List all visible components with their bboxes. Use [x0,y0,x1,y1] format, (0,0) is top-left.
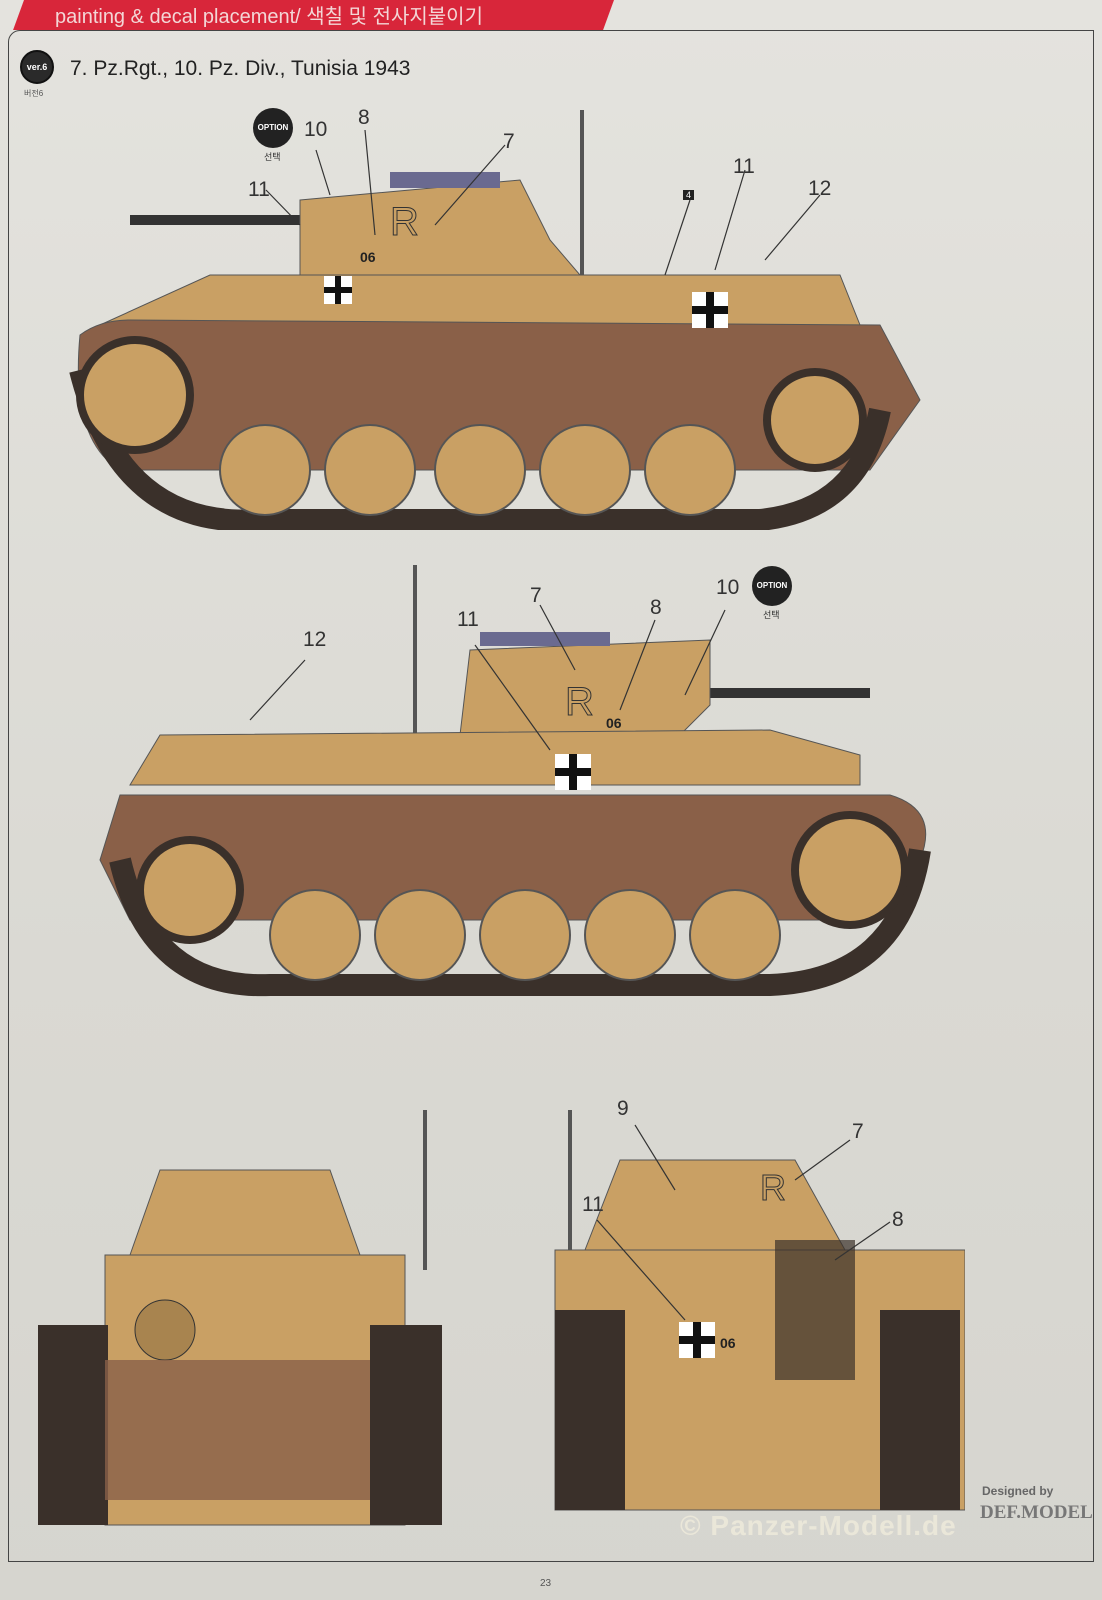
callout: 11 [457,608,479,631]
watermark: © Panzer-Modell.de [680,1510,957,1541]
callout: 7 [530,584,542,607]
scheme-title: 7. Pz.Rgt., 10. Pz. Div., Tunisia 1943 [70,57,411,80]
callout: 8 [358,106,370,129]
turret-letter: R [390,200,419,244]
brand-logo: DEF.MODEL [980,1502,1093,1523]
turret-number: 06 [360,249,376,265]
callout: 11 [733,155,755,178]
option-sub: 선택 [264,152,281,162]
callout: 7 [852,1120,864,1143]
callout: 11 [248,178,270,201]
callout: 10 [716,576,740,599]
page-frame [8,30,1094,1562]
tank-rear-view [38,1110,442,1526]
callout: 7 [503,130,515,153]
section-title: painting & decal placement/ 색칠 및 전사지붙이기 [55,6,483,28]
turret-letter: R [760,1167,786,1208]
version-badge: ver.6 [20,50,54,84]
callout: 8 [892,1208,904,1231]
tank-right-side-view: R 06 [99,565,931,997]
callout: 11 [582,1193,604,1216]
tank-front-view: R 06 [554,1110,965,1511]
option-sub: 선택 [763,610,780,620]
hull-number: 06 [720,1335,736,1351]
turret-number: 06 [606,715,622,731]
callout: 9 [617,1097,629,1120]
designed-by: Designed by [982,1484,1054,1498]
callout: 12 [303,628,327,651]
callout: 4 [683,190,695,200]
callout: 8 [650,596,662,619]
callout: 10 [304,118,328,141]
option-badge: OPTION [752,566,792,606]
version-sub: 버전6 [24,89,44,98]
callout: 12 [808,177,832,200]
tank-left-side-view: R 06 [69,110,921,530]
option-badge: OPTION [253,108,293,148]
turret-letter: R [565,680,594,724]
page-number: 23 [540,1578,552,1589]
